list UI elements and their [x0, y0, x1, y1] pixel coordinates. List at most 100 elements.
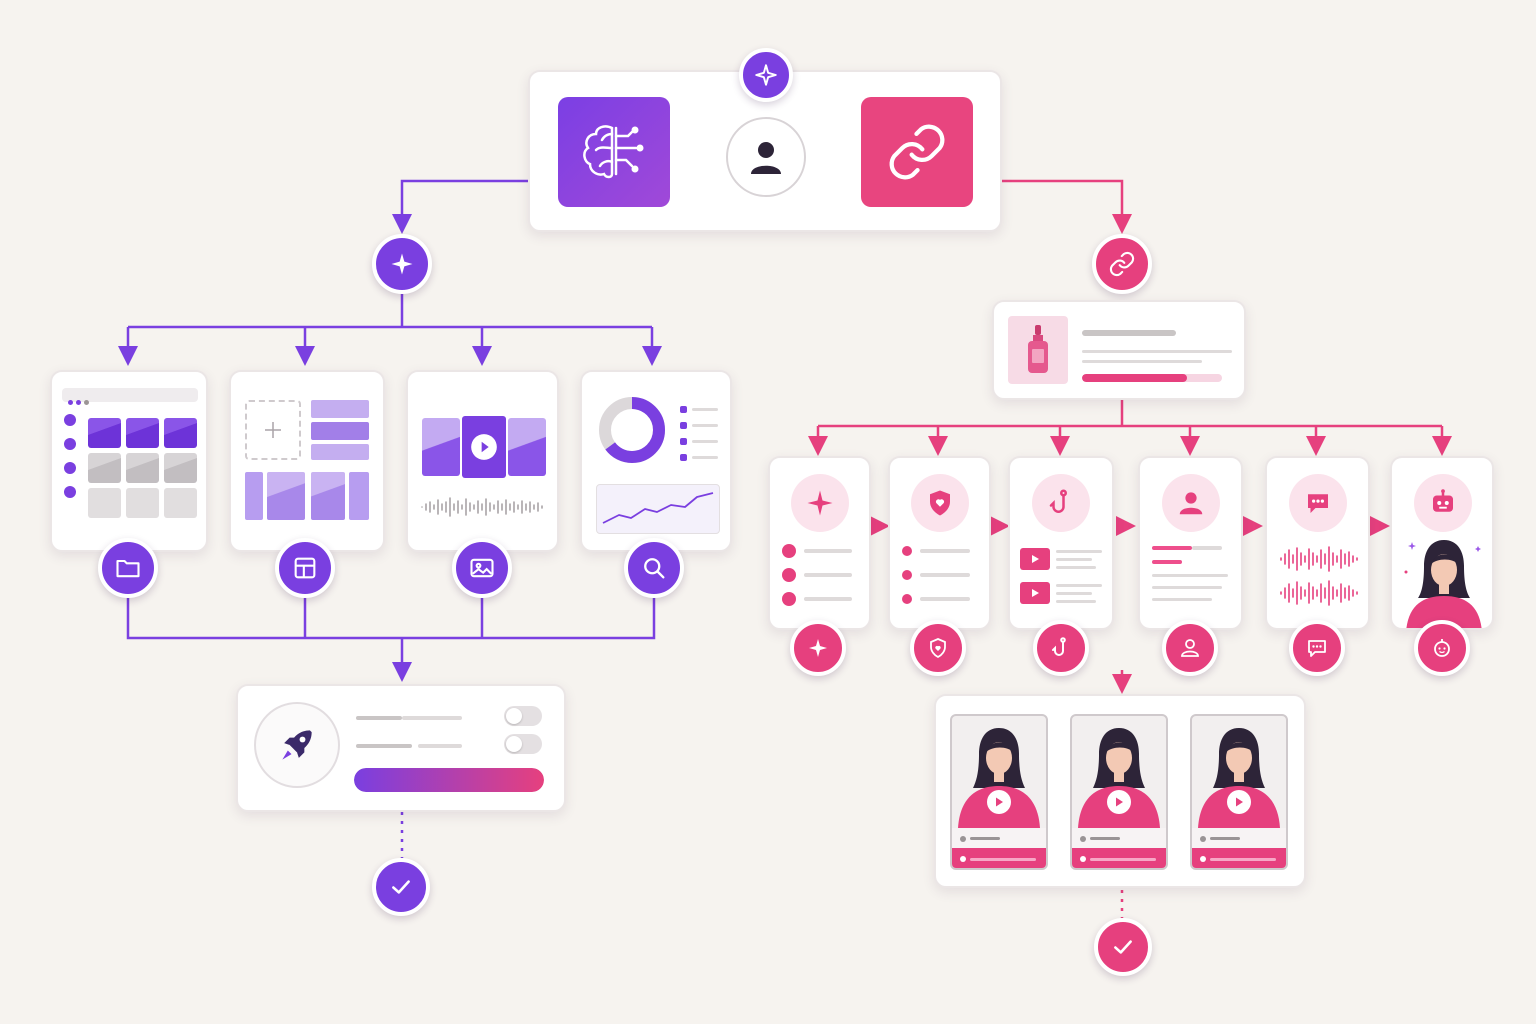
sparkle-icon: [391, 253, 413, 275]
search-button[interactable]: [624, 538, 684, 598]
right-done-badge[interactable]: [1094, 918, 1152, 976]
analytics-card[interactable]: [580, 370, 732, 552]
ai-presenter-figure: [1404, 540, 1482, 628]
plus-icon: [265, 422, 281, 438]
launch-progress-track: [354, 768, 544, 792]
robot-icon: [1434, 639, 1450, 657]
video-tile[interactable]: [1070, 714, 1168, 870]
product-desc-line-1: [1082, 350, 1232, 353]
step-icon-disc: [791, 474, 849, 532]
step-icon-disc: [1289, 474, 1347, 532]
link-icon: [1109, 251, 1135, 277]
sparkle-icon: [807, 490, 833, 516]
step-icon-disc: [1414, 474, 1472, 532]
image-icon: [470, 558, 494, 578]
video-progress-bar[interactable]: [952, 848, 1046, 868]
persona-button[interactable]: [1162, 620, 1218, 676]
left-entry-sparkle-badge[interactable]: [372, 234, 432, 294]
play-icon: [471, 434, 497, 460]
layout-button[interactable]: [275, 538, 335, 598]
media-library-card[interactable]: [50, 370, 208, 552]
sparkle-icon: [809, 639, 827, 657]
play-icon: [1236, 797, 1243, 807]
play-icon: [996, 797, 1003, 807]
rocket-icon: [282, 730, 312, 760]
thumbnail-grid: [88, 418, 198, 518]
product-card[interactable]: [992, 300, 1246, 400]
highlights-button[interactable]: [790, 620, 846, 676]
image-thumb-right: [508, 418, 546, 476]
brain-tile[interactable]: [558, 97, 670, 207]
step-trust-card[interactable]: [888, 456, 991, 630]
step-avatar-card[interactable]: [1390, 456, 1494, 630]
layout-icon: [294, 557, 316, 579]
step-hook-card[interactable]: [1008, 456, 1114, 630]
media-editor-card[interactable]: [406, 370, 559, 552]
link-icon: [889, 124, 945, 180]
product-desc-line-2: [1082, 360, 1202, 363]
right-entry-link-badge[interactable]: [1092, 234, 1152, 294]
left-done-badge[interactable]: [372, 858, 430, 916]
user-icon: [1181, 639, 1199, 657]
step-icon-disc: [1032, 474, 1090, 532]
image-thumb-left: [422, 418, 460, 476]
hook-icon: [1052, 637, 1066, 656]
step-icon-disc: [911, 474, 969, 532]
chat-icon: [1308, 640, 1326, 657]
shield-heart-icon: [930, 490, 950, 516]
play-button[interactable]: [1107, 790, 1131, 814]
layout-builder-card[interactable]: [229, 370, 385, 552]
video-progress-bar[interactable]: [1072, 848, 1166, 868]
trust-button[interactable]: [910, 620, 966, 676]
product-progress-fill: [1082, 374, 1187, 382]
rocket-badge: [254, 702, 340, 788]
folder-button[interactable]: [98, 538, 158, 598]
search-icon: [644, 558, 665, 579]
window-dots: [68, 392, 89, 410]
hub-user-avatar[interactable]: [726, 117, 806, 197]
sparkle-icon: [755, 64, 777, 86]
video-progress-bar[interactable]: [1192, 848, 1286, 868]
link-tile[interactable]: [861, 97, 973, 207]
user-icon: [751, 142, 781, 174]
robot-icon: [1433, 489, 1453, 512]
check-icon: [1114, 940, 1132, 954]
video-meta-bar: [952, 828, 1046, 848]
user-icon: [1179, 492, 1203, 515]
video-thumb[interactable]: [462, 416, 506, 478]
play-icon: [1116, 797, 1123, 807]
hook-button[interactable]: [1033, 620, 1089, 676]
video-output-card: [934, 694, 1306, 888]
toggle-2[interactable]: [504, 734, 542, 754]
voice-waveforms: [1280, 546, 1358, 606]
line-chart: [596, 484, 720, 534]
serum-bottle-icon: [1028, 325, 1048, 373]
video-tile[interactable]: [1190, 714, 1288, 870]
image-button[interactable]: [452, 538, 512, 598]
toggle-1[interactable]: [504, 706, 542, 726]
waveform: [421, 497, 543, 517]
play-button[interactable]: [1227, 790, 1251, 814]
voice-button[interactable]: [1289, 620, 1345, 676]
step-highlights-card[interactable]: [768, 456, 871, 630]
step-voice-card[interactable]: [1265, 456, 1370, 630]
product-progress-track: [1082, 374, 1222, 382]
avatar-button[interactable]: [1414, 620, 1470, 676]
product-image: [1008, 316, 1068, 384]
folder-icon: [116, 559, 140, 578]
step-icon-disc: [1162, 474, 1220, 532]
launch-card[interactable]: [236, 684, 566, 812]
video-meta-bar: [1192, 828, 1286, 848]
launch-progress-fill: [354, 768, 544, 792]
shield-heart-icon: [930, 638, 946, 659]
video-tile[interactable]: [950, 714, 1048, 870]
play-button[interactable]: [987, 790, 1011, 814]
window-bar: [62, 388, 198, 402]
chat-icon: [1308, 494, 1328, 513]
hook-icon: [1049, 489, 1067, 513]
step-persona-card[interactable]: [1138, 456, 1243, 630]
product-title-line: [1082, 330, 1176, 336]
hub-sparkle-badge[interactable]: [739, 48, 793, 102]
add-block-placeholder[interactable]: [245, 400, 301, 460]
